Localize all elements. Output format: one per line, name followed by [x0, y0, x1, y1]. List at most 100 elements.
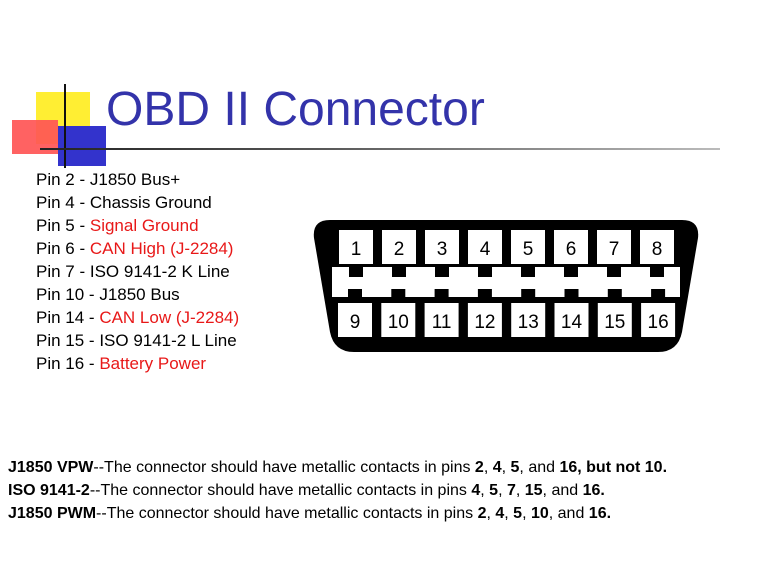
pin-label: 13 [518, 312, 539, 333]
pin-number: Pin 6 - [36, 239, 90, 258]
pin-list-item: Pin 2 - J1850 Bus+ [36, 168, 239, 191]
pin-ref: 16 [559, 459, 578, 476]
pin-list-item: Pin 16 - Battery Power [36, 352, 239, 375]
pin-socket [425, 230, 459, 264]
title-underline [40, 148, 720, 150]
pin-socket [339, 230, 373, 264]
pin-function: J1850 Bus [99, 285, 180, 304]
pin-tab [477, 289, 492, 303]
pin-list-item: Pin 15 - ISO 9141-2 L Line [36, 329, 239, 352]
pin-tab [651, 289, 666, 303]
pin-tab [348, 289, 362, 303]
pin-label: 5 [523, 239, 534, 260]
pin-socket [597, 303, 632, 337]
connector-pin: 4 [468, 230, 502, 277]
pin-tab [607, 264, 621, 277]
pin-tab [478, 264, 492, 277]
connector-pin: 5 [511, 230, 545, 277]
pin-list-item: Pin 14 - CAN Low (J-2284) [36, 306, 239, 329]
pin-number: Pin 10 - [36, 285, 100, 304]
pin-number: Pin 4 - [36, 193, 90, 212]
pin-function: CAN Low (J-2284) [99, 308, 240, 327]
pin-number: Pin 5 - [36, 216, 90, 235]
pin-tab [564, 264, 578, 277]
slide-title: OBD II Connector [106, 83, 485, 136]
pin-socket [511, 303, 546, 337]
pin-ref: 4 [495, 505, 505, 522]
pin-ref: 2 [474, 459, 484, 476]
decoration-vertical-line [64, 84, 66, 168]
pin-label: 16 [648, 312, 669, 333]
pin-label: 4 [480, 239, 491, 260]
protocol-notes: J1850 VPW--The connector should have met… [8, 456, 758, 525]
connector-pin: 15 [597, 289, 632, 337]
pin-label: 6 [566, 239, 577, 260]
connector-pin: 12 [467, 289, 502, 337]
protocol-note: ISO 9141-2--The connector should have me… [8, 482, 605, 499]
pin-label: 14 [561, 312, 583, 333]
pin-socket [641, 303, 676, 337]
pin-list-item: Pin 10 - J1850 Bus [36, 283, 239, 306]
note-suffix: , but not 10. [577, 459, 668, 476]
pin-tab [434, 289, 449, 303]
pin-tab [349, 264, 363, 277]
pin-function: ISO 9141-2 L Line [99, 331, 237, 350]
connector-pin: 8 [640, 230, 674, 277]
pin-label: 3 [437, 239, 448, 260]
connector-pin: 7 [597, 230, 631, 277]
pin-number: Pin 16 - [36, 354, 100, 373]
pin-number: Pin 2 - [36, 170, 90, 189]
pin-ref: 4 [471, 482, 481, 499]
connector-pin: 9 [338, 289, 372, 337]
pin-tab [607, 289, 622, 303]
pin-socket [468, 230, 502, 264]
pin-socket [640, 230, 674, 264]
note-text: --The connector should have metallic con… [93, 459, 475, 476]
pin-ref: 5 [510, 459, 520, 476]
pin-list: Pin 2 - J1850 Bus+Pin 4 - Chassis Ground… [36, 168, 239, 375]
pin-socket [554, 303, 589, 337]
pin-tab [435, 264, 449, 277]
pin-tab [391, 289, 406, 303]
pin-ref: 4 [492, 459, 502, 476]
pin-label: 11 [432, 312, 452, 333]
protocol-name: J1850 PWM [8, 505, 97, 522]
protocol-note: J1850 VPW--The connector should have met… [8, 459, 668, 476]
pin-socket [382, 230, 416, 264]
pin-function: CAN High (J-2284) [89, 239, 234, 258]
pin-ref: 16 [588, 505, 607, 522]
pin-ref: 5 [489, 482, 499, 499]
pin-label: 10 [388, 312, 409, 333]
pin-tab [521, 264, 535, 277]
pin-socket [424, 303, 459, 337]
connector-pin: 6 [554, 230, 588, 277]
pin-socket [554, 230, 588, 264]
note-text: --The connector should have metallic con… [89, 482, 472, 499]
pin-list-item: Pin 5 - Signal Ground [36, 214, 239, 237]
pin-ref: 16 [582, 482, 601, 499]
pin-ref: 2 [477, 505, 487, 522]
connector-pin: 16 [641, 289, 676, 337]
pin-label: 7 [609, 239, 620, 260]
pin-ref: 5 [513, 505, 523, 522]
pin-function: J1850 Bus+ [89, 170, 181, 189]
pin-tab [564, 289, 579, 303]
pin-tab [650, 264, 664, 277]
pin-socket [597, 230, 631, 264]
pin-function: ISO 9141-2 K Line [89, 262, 230, 281]
pin-socket [467, 303, 502, 337]
protocol-note: J1850 PWM--The connector should have met… [8, 505, 612, 522]
note-suffix: . [606, 505, 612, 522]
pin-list-item: Pin 6 - CAN High (J-2284) [36, 237, 239, 260]
pin-list-item: Pin 4 - Chassis Ground [36, 191, 239, 214]
pin-label: 9 [350, 312, 361, 333]
pin-number: Pin 7 - [36, 262, 90, 281]
connector-pin: 13 [511, 289, 546, 337]
pin-label: 8 [652, 239, 663, 260]
protocol-name: J1850 VPW [8, 459, 94, 476]
pin-socket [381, 303, 416, 337]
pin-ref: 10 [530, 505, 549, 522]
pin-label: 1 [351, 239, 362, 260]
pin-label: 15 [604, 312, 625, 333]
